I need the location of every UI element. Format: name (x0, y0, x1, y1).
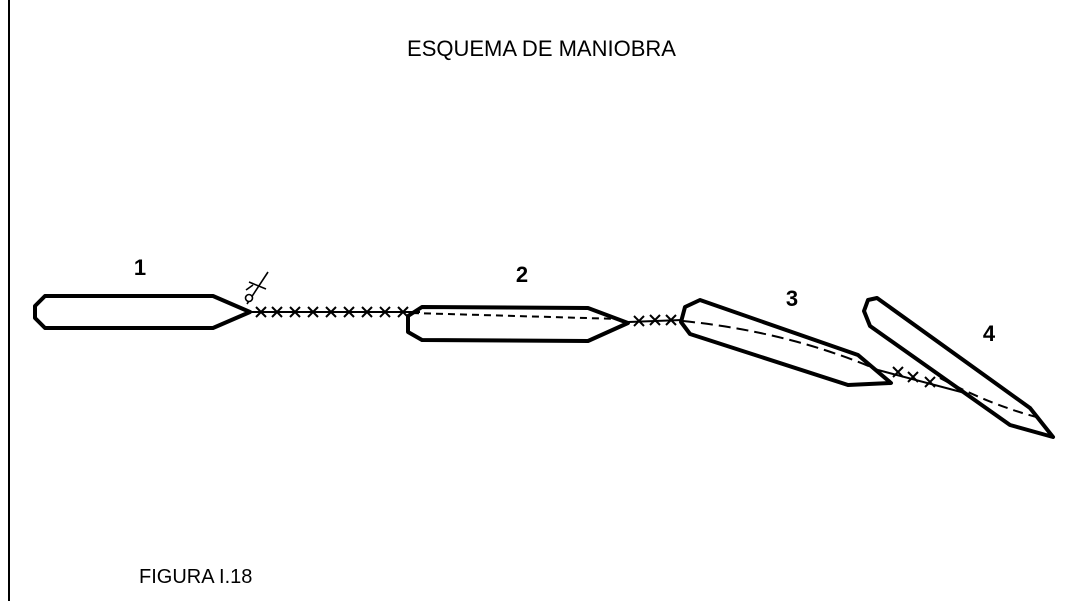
ship-3-hull (679, 298, 893, 387)
ship-3-label: 3 (786, 286, 798, 311)
anchor-icon (244, 271, 269, 305)
ship-2-hull (406, 305, 630, 343)
ship-4-label: 4 (983, 321, 996, 346)
tow-line-2-3 (627, 314, 683, 327)
ship-3: 3 (679, 286, 893, 387)
ship-4: 4 (862, 296, 1055, 439)
diagram-title: ESQUEMA DE MANIOBRA (407, 36, 676, 61)
ship-1-hull (33, 294, 252, 330)
figure-caption: FIGURA I.18 (139, 566, 253, 588)
ship-1: 1 (33, 255, 252, 330)
ship-4-hull (862, 296, 1055, 439)
ship-2-label: 2 (516, 262, 528, 287)
tow-line-1-2 (250, 306, 420, 318)
ship-1-label: 1 (134, 255, 146, 280)
tow-line-3-4 (877, 366, 966, 394)
ship-2: 2 (406, 262, 630, 343)
left-margin-rule (8, 0, 10, 601)
